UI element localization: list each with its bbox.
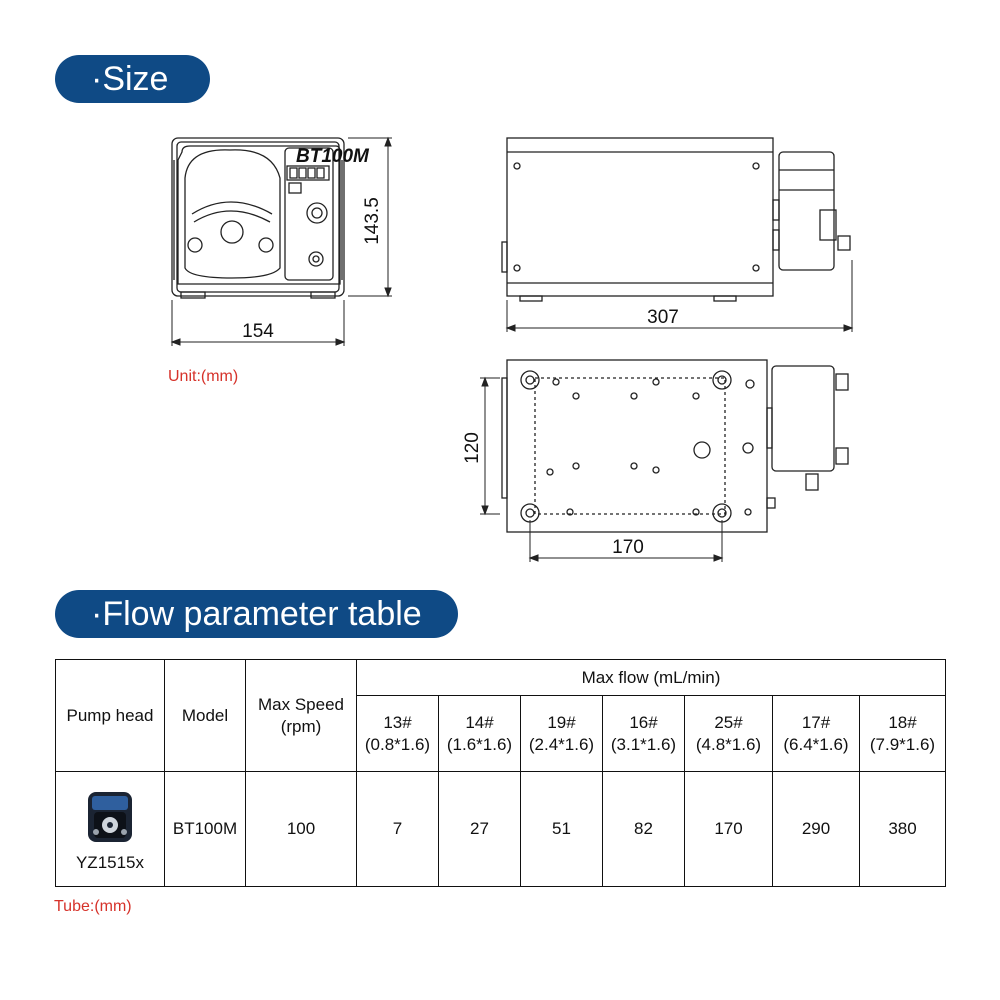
model-cell: BT100M [164,771,246,887]
size-title-text: ·Size [91,59,169,98]
flow-cell: 170 [684,771,773,887]
size-section-title: ·Size [55,55,210,103]
tube-header: 25#(4.8*1.6) [684,695,773,772]
tube-name: 17# [801,712,831,732]
header-max-speed: Max Speed (rpm) [245,659,357,772]
tube-size: (0.8*1.6) [364,734,431,754]
tube-header: 16#(3.1*1.6) [602,695,685,772]
bottom-spacing-label: 170 [612,537,644,558]
pump-head-name: YZ1515x [75,852,145,872]
table-header-row-2: 13#(0.8*1.6) 14#(1.6*1.6) 19#(2.4*1.6) 1… [56,695,946,772]
max-speed-unit: (rpm) [280,716,322,736]
pump-head-cell: YZ1515x [55,771,165,887]
tube-name: 16# [629,712,658,732]
tube-size: (7.9*1.6) [869,734,936,754]
tube-header: 18#(7.9*1.6) [859,695,946,772]
tube-header: 13#(0.8*1.6) [356,695,439,772]
max-speed-cell: 100 [245,771,357,887]
table-row: YZ1515x BT100M 100 7 27 51 82 170 290 38… [55,771,946,887]
side-dimension-lines [505,260,854,332]
flow-title-text: ·Flow parameter table [91,594,422,633]
unit-note: Unit:(mm) [168,368,239,385]
tube-header: 14#(1.6*1.6) [438,695,521,772]
tube-header: 19#(2.4*1.6) [520,695,603,772]
tube-name: 14# [465,712,494,732]
tube-name: 25# [714,712,743,732]
tube-size: (3.1*1.6) [610,734,677,754]
pump-head-image [88,791,132,842]
tube-size: (2.4*1.6) [528,734,595,754]
flow-cell: 51 [520,771,603,887]
front-height-label: 143.5 [362,197,383,245]
front-dimension-lines [170,136,392,346]
flow-section-title: ·Flow parameter table [55,590,458,638]
dimension-drawings: BT100M 154 143.5 307 [170,136,854,562]
bottom-dimension-lines [480,376,724,562]
pump-display-label: BT100M [296,146,370,167]
flow-cell: 290 [772,771,860,887]
tube-size: (1.6*1.6) [446,734,513,754]
bottom-view-drawing [501,359,849,533]
flow-cell: 82 [602,771,685,887]
header-model: Model [164,659,246,772]
tube-name: 18# [888,712,917,732]
header-max-flow: Max flow (mL/min) [356,659,946,696]
max-speed-label: Max Speed [258,694,344,714]
tube-name: 13# [383,712,412,732]
tube-unit-note: Tube:(mm) [54,898,132,915]
table-header-row-1: Pump head Model Max Speed (rpm) Max flow… [55,659,946,772]
flow-parameter-table: Pump head Model Max Speed (rpm) Max flow… [55,659,946,887]
bottom-depth-label: 120 [462,432,483,464]
header-pump-head: Pump head [55,659,165,772]
tube-name: 19# [547,712,576,732]
flow-cell: 380 [859,771,946,887]
side-length-label: 307 [647,307,679,328]
tube-size: (6.4*1.6) [783,734,849,754]
front-view-drawing [171,137,345,299]
tube-header: 17#(6.4*1.6) [772,695,860,772]
flow-cell: 27 [438,771,521,887]
tube-size: (4.8*1.6) [695,734,762,754]
front-width-label: 154 [242,321,274,342]
flow-cell: 7 [356,771,439,887]
side-view-drawing [501,137,851,302]
